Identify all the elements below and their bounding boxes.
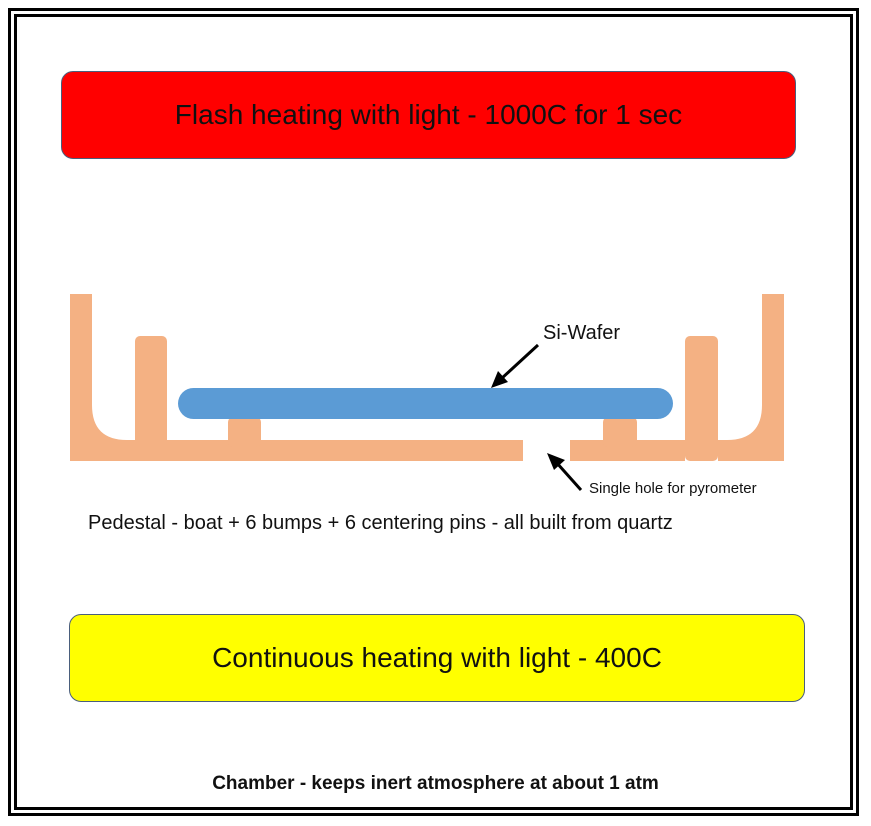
pyrometer-hole-label: Single hole for pyrometer xyxy=(589,480,757,497)
pedestal-caption: Pedestal - boat + 6 bumps + 6 centering … xyxy=(88,512,673,534)
continuous-heater-box: Continuous heating with light - 400C xyxy=(69,614,805,702)
flash-heater-box: Flash heating with light - 1000C for 1 s… xyxy=(61,71,796,159)
continuous-heater-label: Continuous heating with light - 400C xyxy=(212,642,662,673)
chamber-outer-border xyxy=(8,8,859,816)
pedestal-left-wall xyxy=(70,294,135,461)
wafer-arrow xyxy=(491,343,540,388)
si-wafer-label: Si-Wafer xyxy=(543,322,621,344)
left-centering-pin xyxy=(135,336,167,461)
chamber-inner-border xyxy=(14,14,853,810)
quartz-pedestal xyxy=(70,294,784,461)
pedestal-right-wall xyxy=(718,294,784,461)
chamber-caption: Chamber - keeps inert atmosphere at abou… xyxy=(212,773,659,794)
pyrometer-hole-arrow xyxy=(547,453,583,491)
pedestal-base-left xyxy=(135,440,523,461)
flash-heater-label: Flash heating with light - 1000C for 1 s… xyxy=(174,99,683,130)
right-centering-pin xyxy=(685,336,718,461)
pedestal-base-right xyxy=(570,440,685,461)
left-support-bump xyxy=(228,417,261,447)
right-support-bump xyxy=(603,417,637,447)
si-wafer xyxy=(178,388,673,419)
